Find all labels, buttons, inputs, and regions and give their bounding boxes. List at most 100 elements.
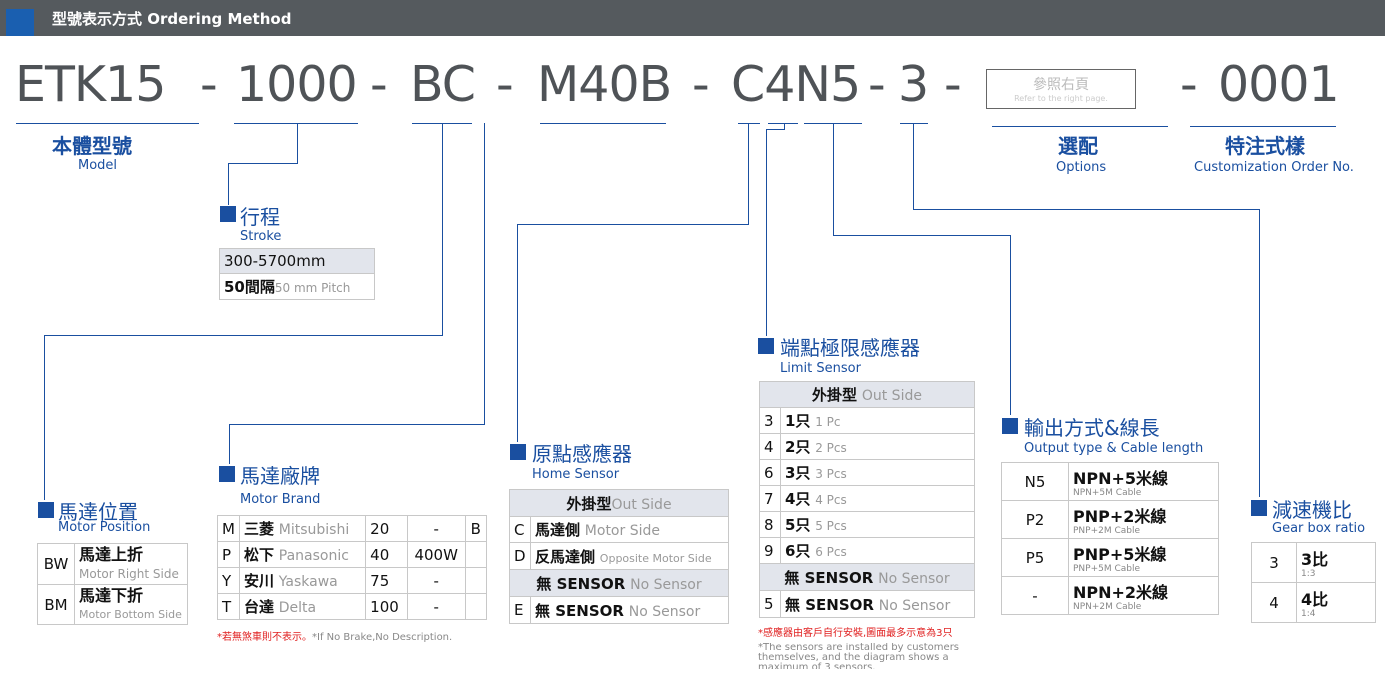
underline-model xyxy=(16,123,199,124)
connector-output xyxy=(1010,235,1011,415)
home-sensor-table: 外掛型Out Side C 馬達側 Motor Side D 反馬達側 Oppo… xyxy=(509,489,729,624)
home-sensor-desc: 馬達側 Motor Side xyxy=(530,516,729,543)
code-sensor: C4N5 xyxy=(731,56,861,113)
motor-brand-brake: B xyxy=(464,515,488,542)
connector-home-sensor xyxy=(517,224,749,225)
limit-sensor-note-red: *感應器由客戶自行安裝,圖面最多示意為3只 xyxy=(758,628,953,639)
limit-sensor-note: *感應器由客戶自行安裝,圖面最多示意為3只 *The sensors are i… xyxy=(758,628,976,669)
connector-motor-brand xyxy=(229,424,230,464)
options-label-en: Options xyxy=(1056,160,1107,175)
motor-brand-table: M 三菱 Mitsubishi 20 - B P 松下 Panasonic 40… xyxy=(217,515,488,620)
limit-sensor-head: 外掛型 Out Side xyxy=(759,381,975,408)
limit-sensor-desc: 6只 6 Pcs xyxy=(780,537,975,564)
limit-sensor-desc: 3只 3 Pcs xyxy=(780,459,975,486)
table-row: 外掛型Out Side xyxy=(509,489,729,517)
home-sensor-marker xyxy=(510,444,526,460)
connector-limit-sensor xyxy=(766,129,785,130)
code-gear: 3 xyxy=(898,56,929,113)
table-row: D 反馬達側 Opposite Motor Side xyxy=(509,542,729,570)
motor-brand-name: 松下 Panasonic xyxy=(238,541,367,568)
output-code: P5 xyxy=(1001,538,1069,577)
code-motor-brand: M40B xyxy=(537,56,672,113)
table-row: E 無 SENSOR No Sensor xyxy=(509,596,729,624)
connector-stroke xyxy=(297,123,298,163)
motor-brand-watt: 75 xyxy=(365,567,408,594)
output-code: N5 xyxy=(1001,462,1069,501)
limit-sensor-code: 7 xyxy=(759,485,781,512)
motor-brand-marker xyxy=(219,466,235,482)
model-label-en: Model xyxy=(78,158,118,173)
underline-options xyxy=(992,126,1168,127)
output-marker xyxy=(1002,418,1018,434)
limit-sensor-none-head: 無 SENSOR No Sensor xyxy=(759,563,975,591)
motor-brand-code: P xyxy=(217,541,240,568)
model-label-cn: 本體型號 xyxy=(52,134,132,158)
underline-custom xyxy=(1190,126,1336,127)
custom-label-cn: 特注式樣 xyxy=(1225,134,1305,158)
home-sensor-code: C xyxy=(509,516,531,543)
home-sensor-desc: 無 SENSOR No Sensor xyxy=(530,596,729,624)
home-sensor-code: E xyxy=(509,596,531,624)
code-dash: - xyxy=(496,56,514,113)
limit-sensor-title-cn: 端點極限感應器 xyxy=(780,336,920,360)
motor-position-code: BM xyxy=(37,584,75,625)
home-sensor-title-en: Home Sensor xyxy=(532,467,620,482)
connector-limit-sensor xyxy=(784,123,785,130)
connector-gear xyxy=(1259,209,1260,497)
code-dash: - xyxy=(692,56,710,113)
code-dash: - xyxy=(944,56,962,113)
stroke-marker xyxy=(220,206,236,222)
limit-sensor-code: 8 xyxy=(759,511,781,538)
limit-sensor-desc: 無 SENSOR No Sensor xyxy=(780,590,975,618)
motor-brand-watt2: - xyxy=(406,567,466,594)
header-title: 型號表示方式 Ordering Method xyxy=(52,10,292,28)
home-sensor-none-head: 無 SENSOR No Sensor xyxy=(509,569,729,597)
motor-brand-name: 台達 Delta xyxy=(238,593,367,620)
code-dash: - xyxy=(370,56,388,113)
motor-brand-brake xyxy=(464,593,488,620)
underline-limit-sensor xyxy=(768,123,798,124)
motor-brand-title-en: Motor Brand xyxy=(240,492,321,507)
motor-position-title-en: Motor Position xyxy=(58,520,151,535)
table-row: Y 安川 Yaskawa 75 - xyxy=(217,567,488,594)
motor-brand-watt2: - xyxy=(406,515,466,542)
table-row: 無 SENSOR No Sensor xyxy=(759,563,975,591)
table-row: 外掛型 Out Side xyxy=(759,381,975,408)
limit-sensor-code: 3 xyxy=(759,407,781,434)
motor-brand-brake xyxy=(464,567,488,594)
limit-sensor-desc: 5只 5 Pcs xyxy=(780,511,975,538)
code-dash: - xyxy=(200,56,218,113)
connector-stroke xyxy=(228,163,298,164)
motor-brand-watt2: 400W xyxy=(406,541,466,568)
connector-home-sensor xyxy=(748,123,749,224)
motor-brand-watt: 40 xyxy=(365,541,408,568)
connector-gear xyxy=(913,123,914,209)
table-row: T 台達 Delta 100 - xyxy=(217,593,488,620)
gear-marker xyxy=(1251,500,1267,516)
underline-gear xyxy=(900,123,928,124)
ref-box-en: Refer to the right page. xyxy=(1014,94,1108,103)
code-custom: 0001 xyxy=(1218,56,1340,113)
connector-stroke xyxy=(228,163,229,205)
motor-brand-code: T xyxy=(217,593,240,620)
motor-brand-watt2: - xyxy=(406,593,466,620)
stroke-table: 300-5700mm 50間隔50 mm Pitch xyxy=(219,248,375,300)
connector-motor-brand xyxy=(229,424,485,425)
